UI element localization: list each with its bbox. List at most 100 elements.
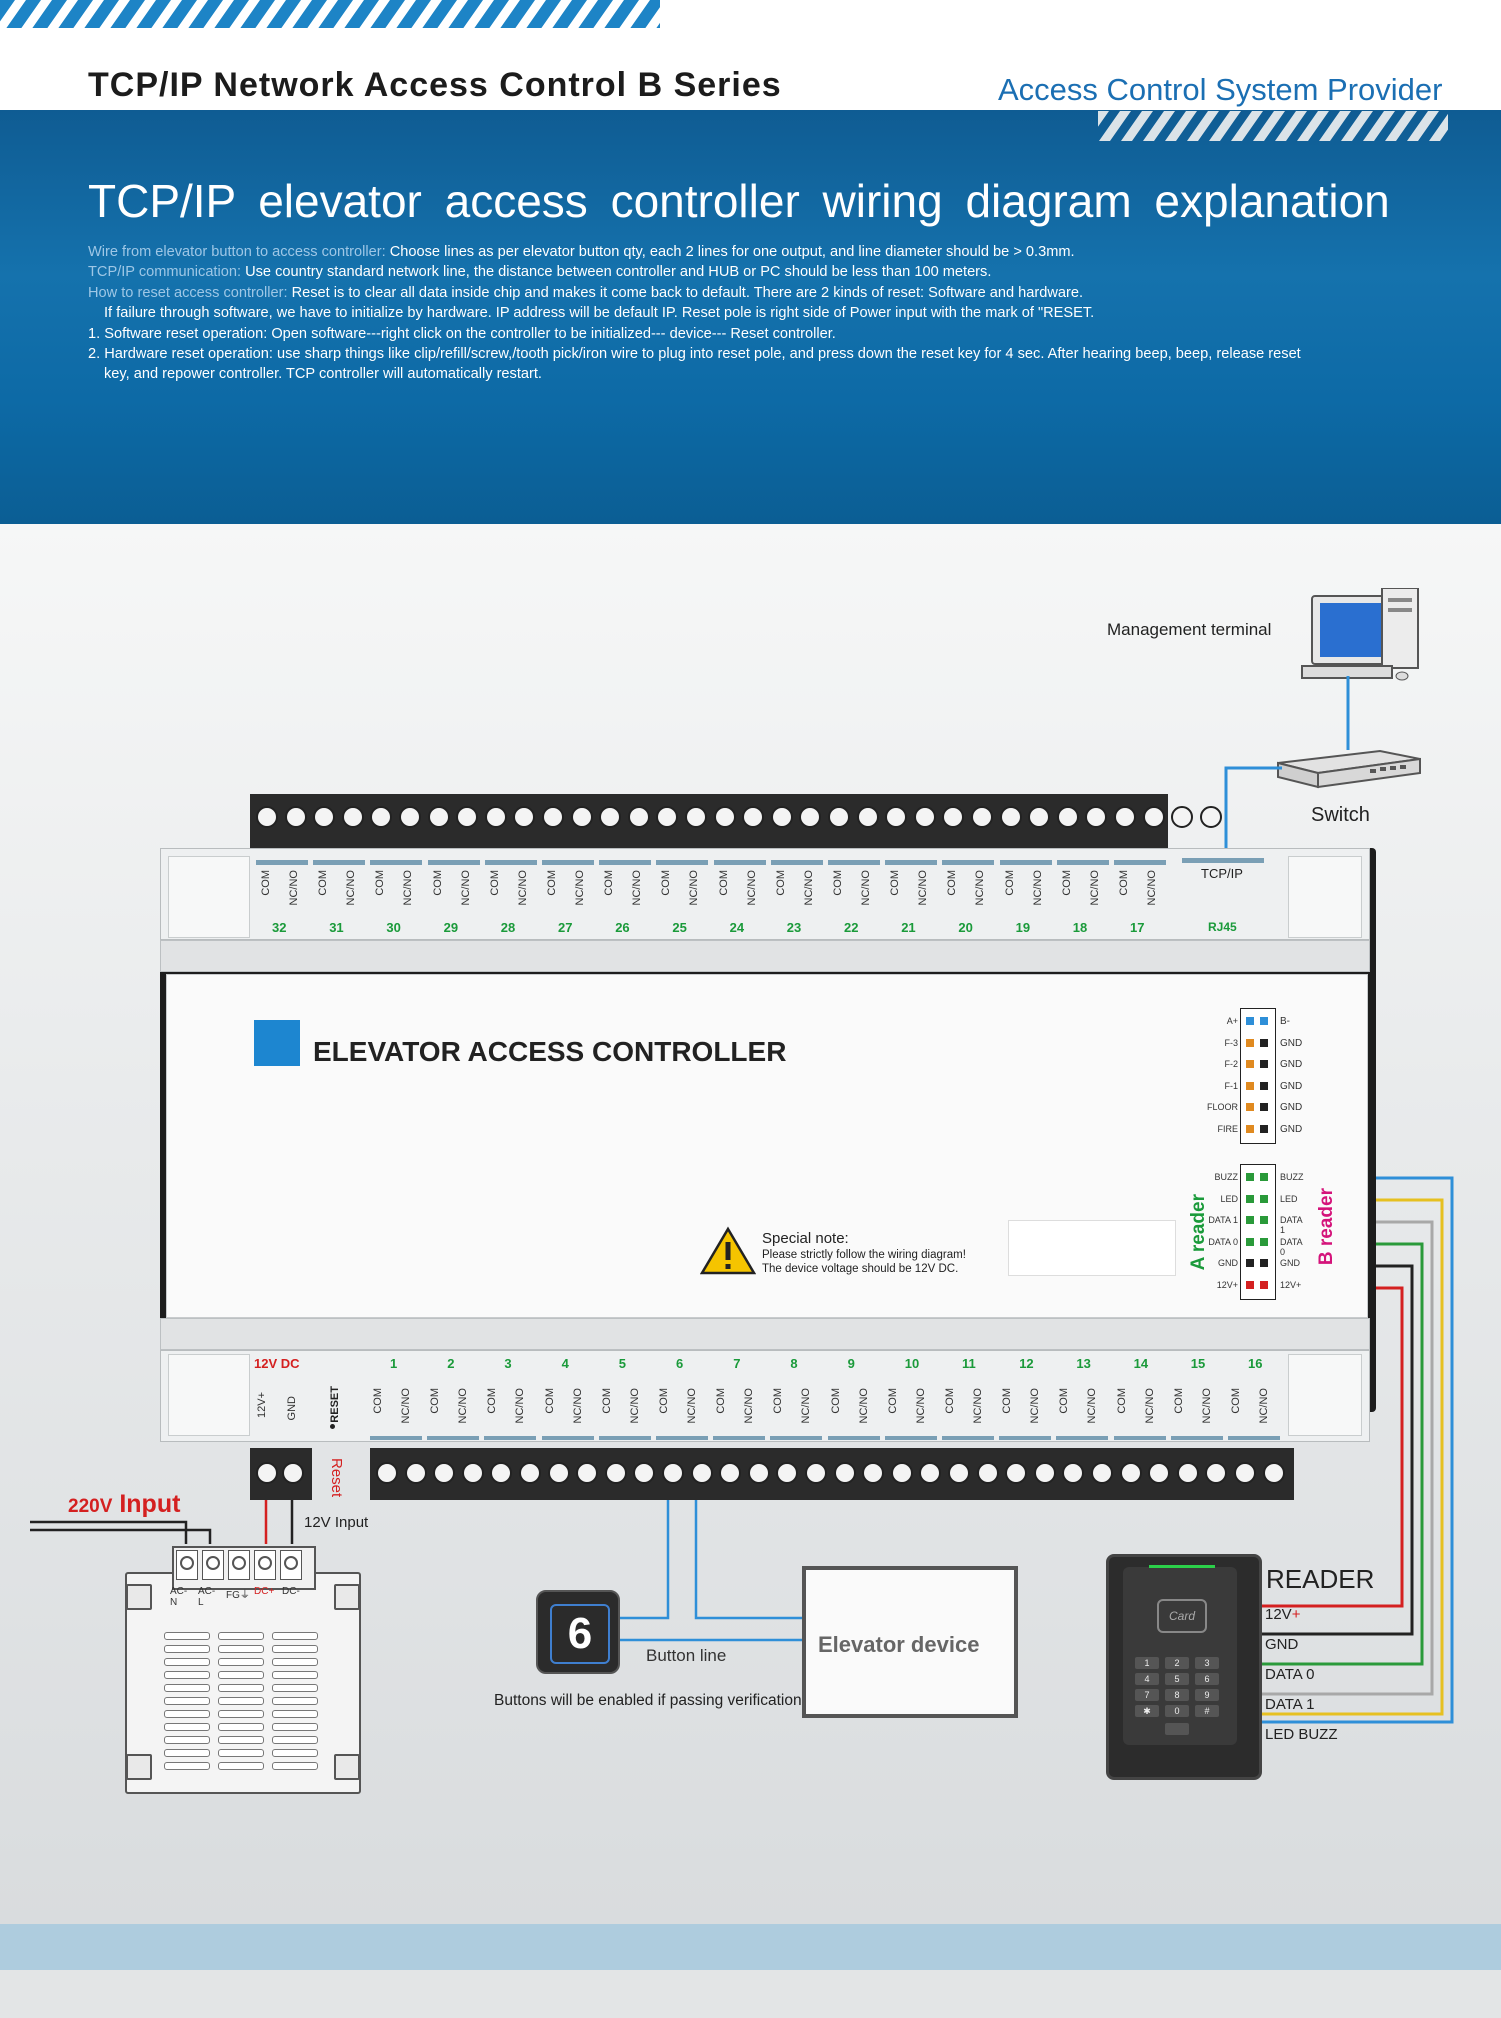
- screw-terminal[interactable]: [685, 806, 707, 828]
- screw-terminal[interactable]: [856, 806, 879, 828]
- screw-terminal[interactable]: [1205, 1462, 1228, 1484]
- screw-terminal[interactable]: [971, 806, 993, 828]
- keypad-bell-key[interactable]: [1165, 1723, 1189, 1735]
- screw-terminal[interactable]: [919, 1462, 942, 1484]
- special-note-text: Please strictly follow the wiring diagra…: [762, 1249, 966, 1275]
- screw-terminal[interactable]: [461, 1462, 484, 1484]
- screw-terminal[interactable]: [1062, 1462, 1085, 1484]
- screw-terminal[interactable]: [404, 1462, 427, 1484]
- screw-terminal[interactable]: [1171, 806, 1194, 828]
- screw-terminal[interactable]: [913, 806, 936, 828]
- screw-terminal[interactable]: [341, 806, 364, 828]
- screw-terminal[interactable]: [484, 806, 507, 828]
- screw-terminal[interactable]: [576, 1462, 599, 1484]
- elevator-button-icon[interactable]: 6: [536, 1590, 620, 1674]
- screw-terminal[interactable]: [1234, 1462, 1256, 1484]
- screw-terminal[interactable]: [427, 806, 450, 828]
- vent-slot: [272, 1684, 318, 1692]
- screw-terminal[interactable]: [1114, 806, 1136, 828]
- screw-terminal[interactable]: [999, 806, 1022, 828]
- screw-terminal[interactable]: [542, 806, 564, 828]
- screw-terminal[interactable]: [570, 806, 593, 828]
- screw-terminal[interactable]: [662, 1462, 684, 1484]
- screw-terminal[interactable]: [656, 806, 679, 828]
- reset-pin-label[interactable]: RESET: [329, 1386, 341, 1423]
- controller-bottom-rail[interactable]: [160, 1350, 1370, 1442]
- screw-terminal[interactable]: [1028, 806, 1051, 828]
- power-terminal-screw[interactable]: [282, 1462, 304, 1484]
- screw-terminal[interactable]: [633, 1462, 656, 1484]
- keypad-key[interactable]: 3: [1195, 1657, 1219, 1669]
- screw-terminal[interactable]: [599, 806, 622, 828]
- screw-terminal[interactable]: [719, 1462, 742, 1484]
- screw-terminal[interactable]: [1005, 1462, 1028, 1484]
- controller-ridge-top: [160, 940, 1370, 972]
- screw-terminal[interactable]: [1085, 806, 1108, 828]
- relay-number: 7: [733, 1356, 741, 1371]
- screw-terminal[interactable]: [799, 806, 822, 828]
- keypad-key[interactable]: ✱: [1135, 1705, 1159, 1717]
- keypad-key[interactable]: 9: [1195, 1689, 1219, 1701]
- screw-terminal[interactable]: [519, 1462, 541, 1484]
- screw-terminal[interactable]: [1142, 806, 1165, 828]
- keypad-key[interactable]: 5: [1165, 1673, 1189, 1685]
- screw-terminal[interactable]: [1199, 806, 1222, 828]
- relay-number: 27: [558, 920, 573, 935]
- screw-terminal[interactable]: [1056, 806, 1079, 828]
- screw-terminal[interactable]: [513, 806, 536, 828]
- keypad-key[interactable]: 0: [1165, 1705, 1189, 1717]
- ncno-label: NC/NO: [402, 870, 415, 906]
- screw-terminal[interactable]: [828, 806, 850, 828]
- screw-terminal[interactable]: [433, 1462, 456, 1484]
- screw-terminal[interactable]: [747, 1462, 770, 1484]
- keypad-key[interactable]: #: [1195, 1705, 1219, 1717]
- screw-terminal[interactable]: [284, 806, 307, 828]
- screw-terminal[interactable]: [1148, 1462, 1171, 1484]
- screw-terminal[interactable]: [490, 1462, 513, 1484]
- power-terminal-screw[interactable]: [256, 1462, 278, 1484]
- keypad-key[interactable]: 6: [1195, 1673, 1219, 1685]
- screw-terminal[interactable]: [399, 806, 421, 828]
- screw-terminal[interactable]: [1176, 1462, 1199, 1484]
- keypad-key[interactable]: 7: [1135, 1689, 1159, 1701]
- keypad-key[interactable]: 4: [1135, 1673, 1159, 1685]
- screw-terminal[interactable]: [890, 1462, 913, 1484]
- screw-terminal[interactable]: [1033, 1462, 1056, 1484]
- screw-terminal[interactable]: [456, 806, 479, 828]
- controller-face[interactable]: [166, 974, 1368, 1318]
- keypad-key[interactable]: 8: [1165, 1689, 1189, 1701]
- keypad-key[interactable]: 2: [1165, 1657, 1189, 1669]
- screw-terminal[interactable]: [833, 1462, 856, 1484]
- screw-terminal[interactable]: [690, 1462, 713, 1484]
- screw-terminal[interactable]: [604, 1462, 627, 1484]
- reader-left-label: DATA 1: [1208, 1215, 1238, 1226]
- ncno-label: NC/NO: [459, 870, 472, 906]
- screw-terminal[interactable]: [776, 1462, 799, 1484]
- screw-terminal[interactable]: [376, 1462, 398, 1484]
- screw-terminal[interactable]: [370, 806, 393, 828]
- button-caption: Buttons will be enabled if passing verif…: [494, 1692, 802, 1709]
- screw-terminal[interactable]: [627, 806, 650, 828]
- com-label: COM: [429, 1388, 442, 1414]
- keypad-key[interactable]: 1: [1135, 1657, 1159, 1669]
- screw-terminal[interactable]: [713, 806, 736, 828]
- screw-terminal[interactable]: [256, 806, 278, 828]
- screw-terminal[interactable]: [742, 806, 765, 828]
- com-label: COM: [658, 1388, 670, 1414]
- screw-terminal[interactable]: [976, 1462, 999, 1484]
- screw-terminal[interactable]: [805, 1462, 827, 1484]
- screw-terminal[interactable]: [1091, 1462, 1113, 1484]
- screw-terminal[interactable]: [942, 806, 965, 828]
- screw-terminal[interactable]: [770, 806, 793, 828]
- vent-slot: [164, 1645, 210, 1653]
- screw-terminal[interactable]: [885, 806, 908, 828]
- screw-terminal[interactable]: [547, 1462, 570, 1484]
- screw-terminal[interactable]: [313, 806, 336, 828]
- relay-number: 9: [847, 1356, 855, 1371]
- screw-terminal[interactable]: [948, 1462, 970, 1484]
- screw-terminal[interactable]: [862, 1462, 885, 1484]
- explanation-line: 1. Software reset operation: Open softwa…: [88, 325, 836, 342]
- screw-terminal[interactable]: [1262, 1462, 1285, 1484]
- screw-terminal[interactable]: [1119, 1462, 1142, 1484]
